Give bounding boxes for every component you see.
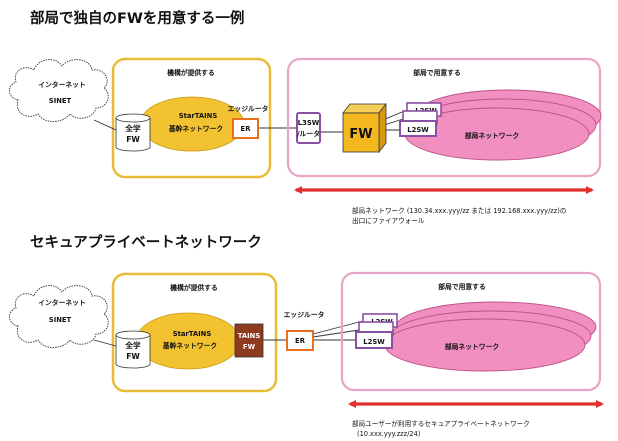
section-1-title: 部局で独自のFWを用意する一例 xyxy=(30,9,244,27)
note-line-2: (10.xxx.yyy.zzz/24) xyxy=(357,430,420,438)
link-cloud-fw xyxy=(93,119,117,131)
note-line-1: 部局ユーザーが利用するセキュアプライベートネットワーク xyxy=(352,419,530,428)
cloud-sinet-label: SINET xyxy=(49,316,72,324)
tains-fw-label-1: TAINS xyxy=(238,332,261,340)
link-cloud-fw xyxy=(93,339,117,347)
campus-fw-label-1: 全学 xyxy=(124,340,141,350)
section-2-title: セキュアプライベートネットワーク xyxy=(30,234,262,251)
l3sw-label-1: L3SW xyxy=(298,119,320,127)
dept-network-label: 部局ネットワーク xyxy=(445,342,500,351)
department-area-label: 部局で用意する xyxy=(413,68,461,77)
backbone-network xyxy=(135,312,241,370)
section-1-fw-example: 部局で独自のFWを用意する一例 インターネット SINET 機構が提供する St… xyxy=(9,9,602,225)
section-2-secure-private-network: セキュアプライベートネットワーク インターネット SINET 機構が提供する S… xyxy=(9,234,604,438)
edge-router-label: エッジルータ xyxy=(228,104,269,113)
edge-router-label: エッジルータ xyxy=(284,310,325,319)
tains-fw-label-2: FW xyxy=(243,343,256,351)
edge-router-er-label: ER xyxy=(295,337,306,345)
link-er-l2sw-mid xyxy=(312,329,360,338)
backbone-label-2: 基幹ネットワーク xyxy=(162,341,218,350)
campus-fw-label-1: 全学 xyxy=(124,123,141,133)
l3sw-router xyxy=(296,112,321,144)
edge-router-er-label: ER xyxy=(241,125,252,133)
note-line-1: 部局ネットワーク (130.34.xxx.yyy/zz または 192.168.… xyxy=(352,206,566,215)
l2sw-switch xyxy=(399,120,437,137)
campus-fw-label-2: FW xyxy=(126,135,140,144)
cloud-icon: インターネット SINET xyxy=(9,59,109,122)
edge-router-er xyxy=(286,330,314,351)
campus-fw-cylinder: 全学 FW xyxy=(115,113,151,152)
l2sw-label: L2SW xyxy=(407,126,429,134)
backbone-label-2: 基幹ネットワーク xyxy=(168,124,224,133)
provided-area-label: 機構が提供する xyxy=(167,68,215,77)
cloud-icon: インターネット SINET xyxy=(9,285,109,348)
l2sw-label: L2SW xyxy=(363,338,385,346)
department-fw-label: FW xyxy=(349,127,372,142)
dept-network-label: 部局ネットワーク xyxy=(465,131,520,140)
department-area-label: 部局で用意する xyxy=(438,282,486,291)
cloud-internet-label: インターネット xyxy=(38,80,86,89)
edge-router-er xyxy=(232,118,259,139)
department-fw-box: FW xyxy=(342,102,387,154)
l2sw-switch xyxy=(355,331,393,349)
campus-fw-cylinder: 全学 FW xyxy=(115,330,151,369)
cloud-sinet-label: SINET xyxy=(49,97,72,105)
backbone-label-1: StarTAINS xyxy=(173,330,212,338)
note-line-2: 出口にファイアウォール xyxy=(352,216,425,225)
provided-area xyxy=(111,57,272,179)
campus-fw-label-2: FW xyxy=(126,352,140,361)
l3sw-label-2: /ルータ xyxy=(297,129,320,138)
provided-area xyxy=(111,272,278,393)
cloud-internet-label: インターネット xyxy=(38,298,86,307)
backbone-label-1: StarTAINS xyxy=(179,112,218,120)
provided-area-label: 機構が提供する xyxy=(170,283,218,292)
tains-fw-box: TAINS FW xyxy=(234,323,264,358)
link-er-l2sw-back xyxy=(312,320,364,335)
department-area xyxy=(340,271,602,392)
